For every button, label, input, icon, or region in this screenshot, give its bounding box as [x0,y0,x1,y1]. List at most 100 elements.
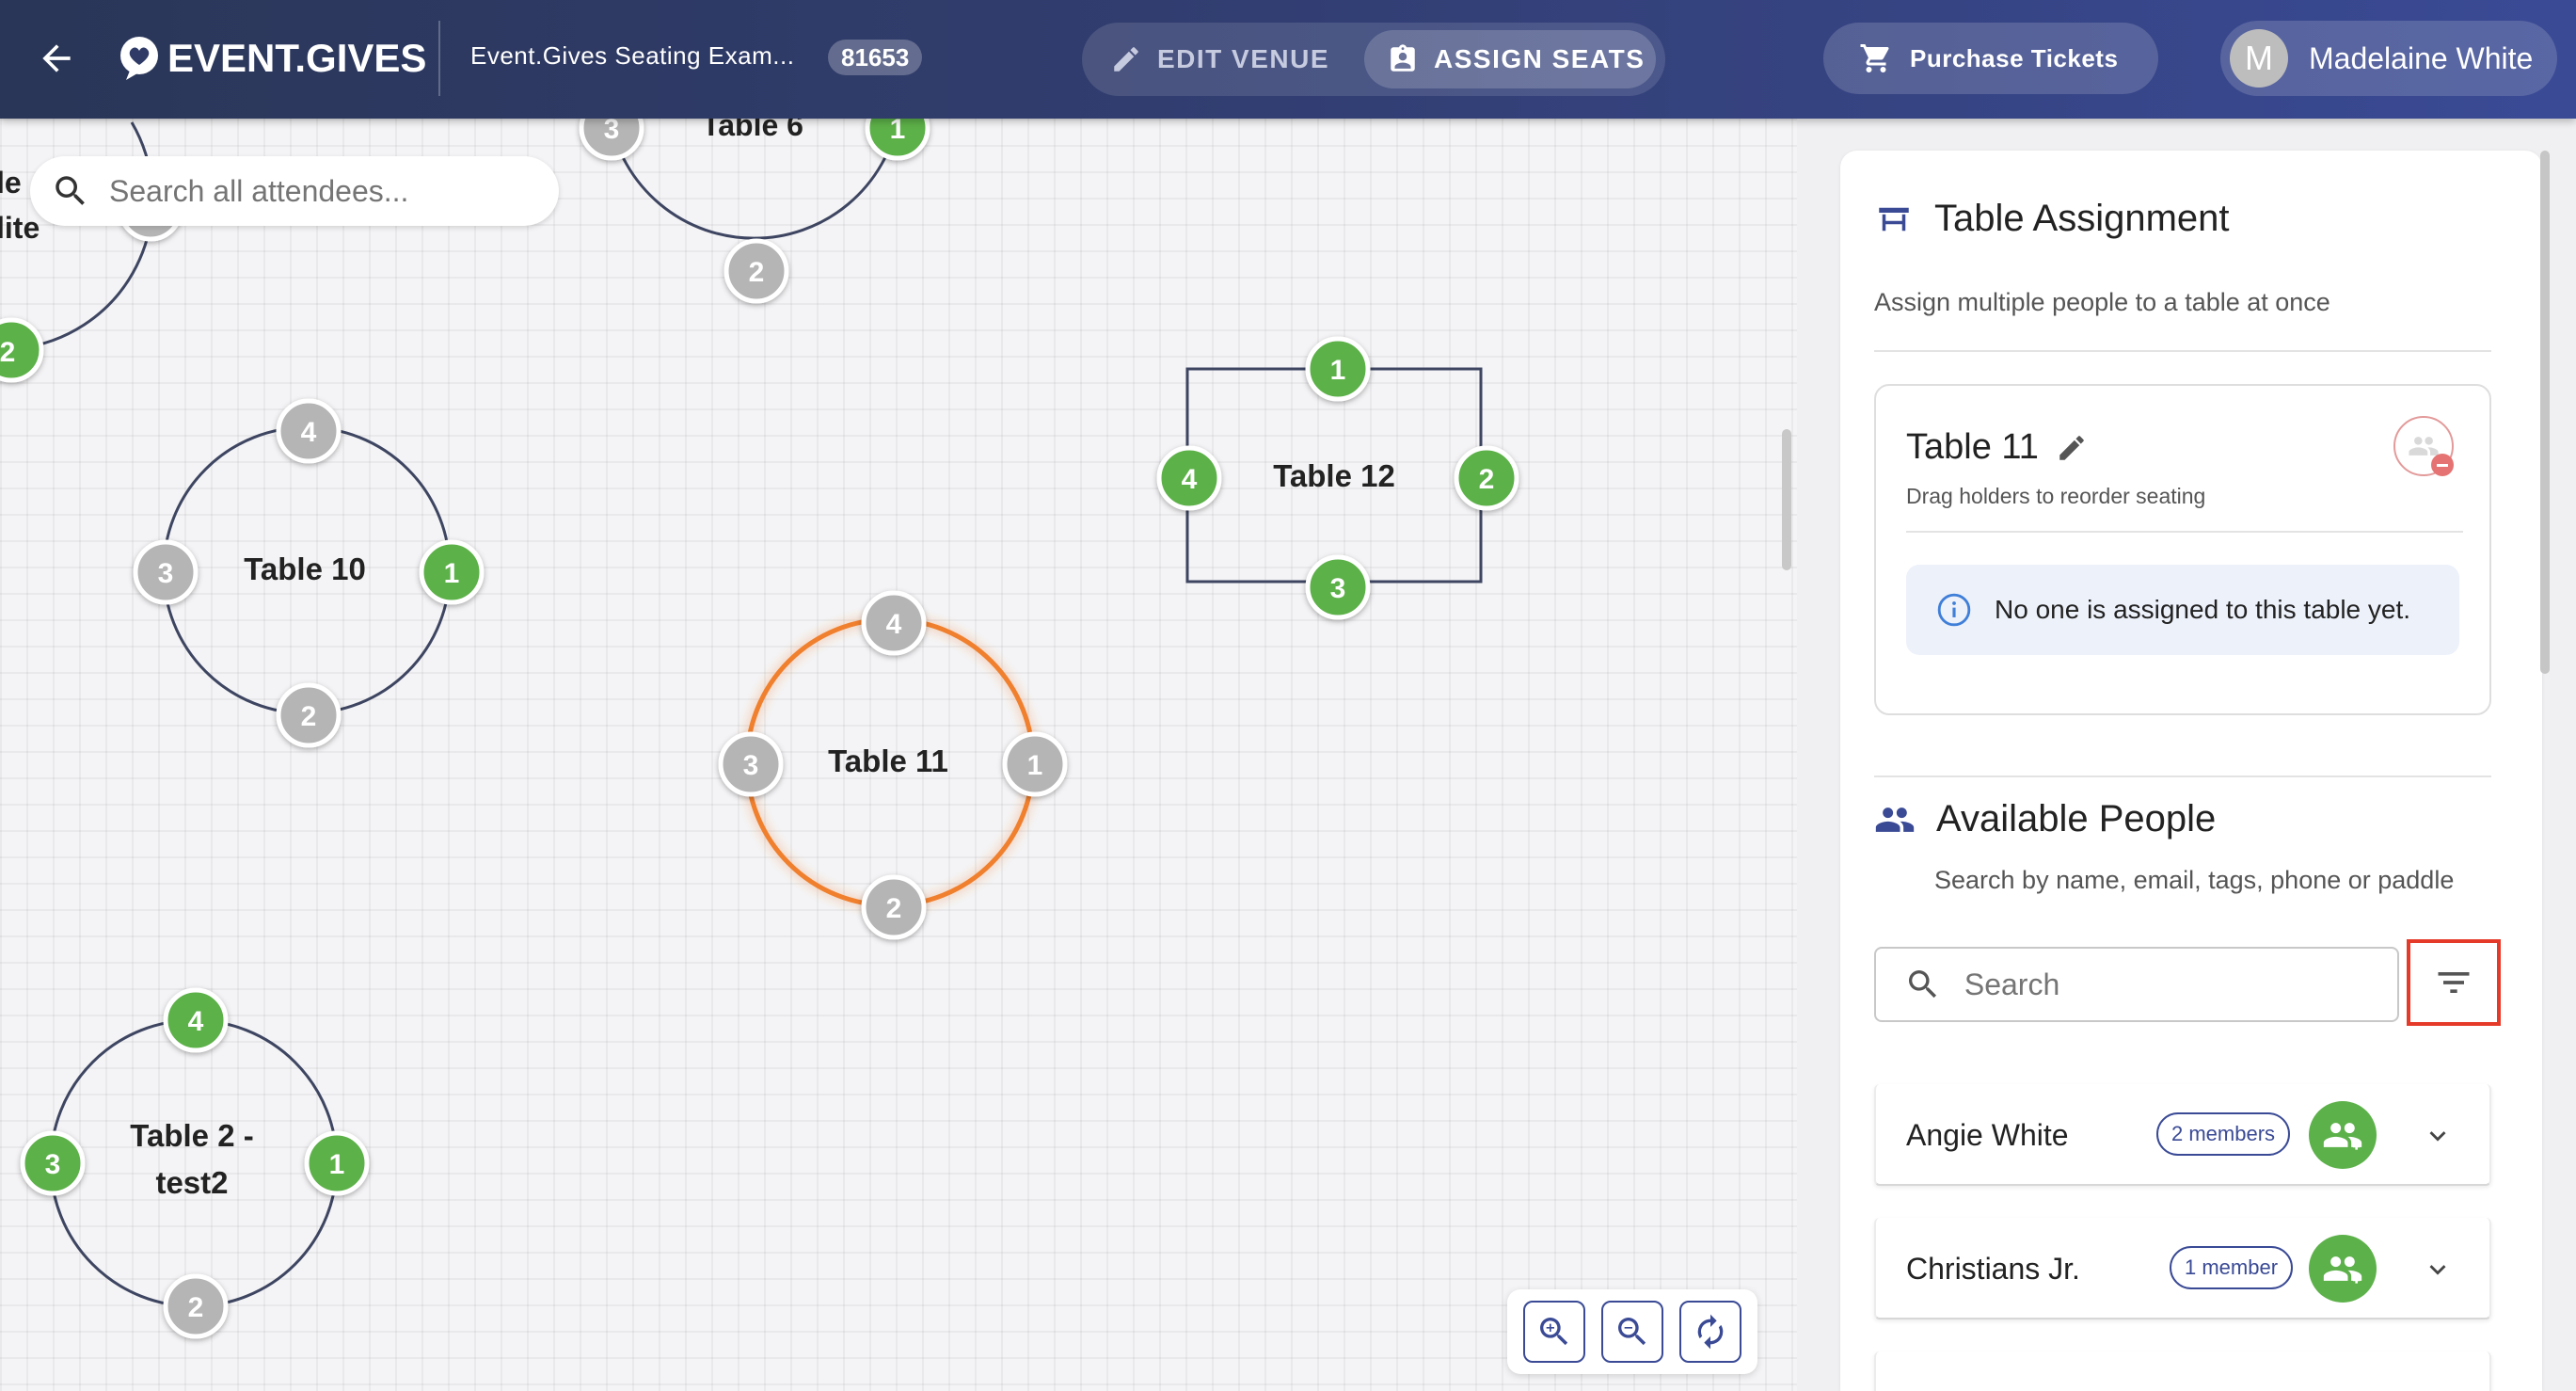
zoom-in-button[interactable] [1523,1301,1585,1363]
seat[interactable]: 2 [724,238,789,304]
reset-view-button[interactable] [1679,1301,1741,1363]
empty-table-message: No one is assigned to this table yet. [1995,595,2411,624]
seat-number: 3 [743,750,759,781]
seat[interactable]: 3 [579,119,644,161]
person-row-angie-white[interactable]: Angie White 2 members [1874,1084,2491,1186]
seat[interactable]: 1 [419,539,485,605]
assign-group-button[interactable] [2309,1235,2377,1303]
table-assignment-header: Table Assignment [1874,198,2230,240]
seat[interactable]: 3 [718,731,784,797]
seat-number: 2 [188,1292,204,1323]
top-app-bar: EVENT.GIVES Event.Gives Seating Exam... … [0,0,2576,119]
table-label: Table 10 [244,552,366,586]
table-12[interactable]: Table 12 1 2 3 4 [1156,336,1519,620]
table-11[interactable]: Table 11 1 2 3 4 [718,590,1068,940]
drag-hint: Drag holders to reorder seating [1906,484,2206,508]
seat-number: 3 [158,558,174,589]
partial-table-label: lite [0,211,40,245]
seat-number: 2 [301,701,317,732]
person-row-partial[interactable] [1874,1351,2491,1391]
table-assignment-subtitle: Assign multiple people to a table at onc… [1874,288,2330,316]
seat[interactable]: 2 [0,317,44,383]
people-search-input[interactable] [1962,966,2397,1003]
attendee-search-bar[interactable] [30,156,559,226]
people-icon [1875,807,1915,832]
search-icon [56,176,85,205]
seat[interactable]: 2 [163,1273,229,1339]
table-label-line2: test2 [155,1165,228,1200]
remove-group-button[interactable] [2393,416,2454,476]
badge-icon [1391,44,1415,72]
seat[interactable]: 3 [133,539,199,605]
zoom-out-button[interactable] [1601,1301,1663,1363]
seating-map: 2 Table 6 3 1 2 Table 12 1 2 3 4 Table 1… [0,119,1519,1339]
edit-pencil-icon[interactable] [2056,432,2088,464]
attendee-search-input[interactable] [107,172,525,210]
seat[interactable]: 4 [861,590,927,656]
seat[interactable]: 1 [1002,731,1068,797]
seat-number: 4 [886,609,902,640]
people-search-field[interactable] [1874,947,2399,1022]
table-assignment-title: Table Assignment [1934,198,2230,239]
group-add-icon [2323,1256,2362,1284]
purchase-tickets-button[interactable]: Purchase Tickets [1823,23,2158,94]
seat-number: 1 [444,558,460,589]
minus-badge-icon [2431,454,2454,476]
table-6[interactable]: Table 6 3 1 2 [579,119,930,304]
filter-button[interactable] [2407,939,2501,1026]
person-row-christians-jr[interactable]: Christians Jr. 1 member [1874,1218,2491,1319]
user-name: Madelaine White [2309,40,2534,75]
seat[interactable]: 3 [1305,554,1371,620]
seat-number: 3 [604,119,620,145]
person-name: Angie White [1906,1118,2069,1152]
table-outline [49,1018,339,1308]
members-badge: 2 members [2156,1112,2291,1156]
seat[interactable]: 4 [163,987,229,1053]
seat-number: 2 [1479,464,1495,495]
info-icon [1937,593,1971,627]
filter-icon [2438,972,2470,993]
table-2-test2[interactable]: Table 2 - test2 1 2 3 4 [20,987,370,1339]
seat[interactable]: 3 [20,1130,86,1196]
seat[interactable]: 4 [1156,445,1222,511]
table-outline [608,119,900,240]
assign-group-button[interactable] [2309,1101,2377,1169]
seat-number: 2 [0,337,15,368]
table-label: Table 11 [828,743,948,778]
edit-venue-button[interactable]: EDIT VENUE [1110,30,1505,88]
event-gives-logo[interactable]: EVENT.GIVES [117,32,426,85]
pencil-icon [1114,47,1138,72]
seat[interactable]: 2 [861,874,927,940]
heart-logo-icon [120,37,158,80]
mode-toggle-group: EDIT VENUE ASSIGN SEATS [1082,23,1665,96]
canvas-scrollbar[interactable] [1782,429,1791,570]
panel-scrollbar[interactable] [2540,151,2550,674]
table-label: Table 12 [1273,458,1395,493]
back-arrow-icon[interactable] [36,38,77,79]
seat-number: 1 [1027,750,1043,781]
seat[interactable]: 2 [1454,445,1519,511]
divider [1874,350,2491,352]
purchase-tickets-label: Purchase Tickets [1910,43,2119,72]
seat[interactable]: 2 [276,682,342,748]
search-icon [1908,970,1937,999]
expand-chevron-icon[interactable] [2422,1254,2454,1290]
seat[interactable]: 1 [304,1130,370,1196]
available-people-header: Available People [1874,798,2216,840]
assign-seats-button[interactable]: ASSIGN SEATS [1364,30,1656,88]
group-remove-icon [2409,437,2439,456]
seat[interactable]: 4 [276,398,342,464]
expand-chevron-icon[interactable] [2422,1120,2454,1157]
available-people-title: Available People [1936,798,2217,839]
seat-number: 2 [749,257,765,288]
table-10[interactable]: Table 10 1 2 3 4 [133,398,485,748]
user-menu-button[interactable]: M Madelaine White [2220,21,2557,96]
available-people-subtitle: Search by name, email, tags, phone or pa… [1934,866,2455,894]
divider [1906,531,2463,533]
table-card-header: Table 11 [1906,427,2088,468]
seat[interactable]: 1 [865,119,930,161]
seat[interactable]: 1 [1305,336,1371,402]
seat-number: 4 [301,417,317,448]
members-badge: 1 member [2170,1246,2294,1289]
seating-canvas[interactable]: 2 Table 6 3 1 2 Table 12 1 2 3 4 Table 1… [0,119,1797,1391]
